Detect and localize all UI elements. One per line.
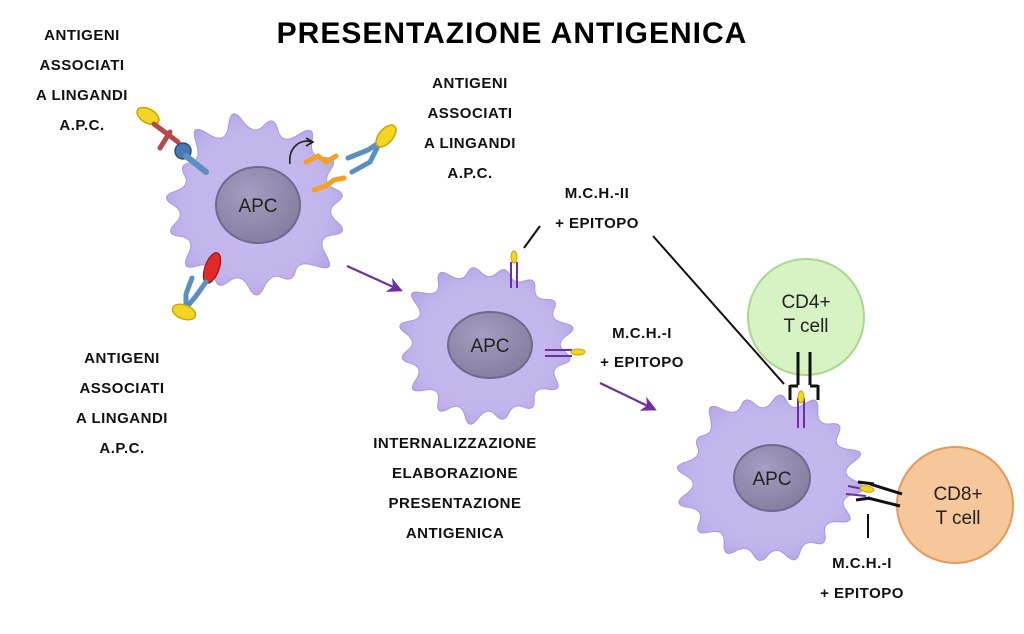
cd8-tcr-complex bbox=[867, 482, 903, 508]
svg-text:+ EPITOPO: + EPITOPO bbox=[600, 354, 684, 371]
mhc2-molecule-cell-2 bbox=[510, 262, 518, 288]
antigen-receptors-cell-1 bbox=[136, 106, 397, 321]
svg-text:A.P.C.: A.P.C. bbox=[59, 117, 104, 134]
orange-antigen-1 bbox=[303, 153, 339, 166]
apc-label-1: APC bbox=[238, 196, 277, 217]
apc-nucleus-3 bbox=[733, 444, 811, 512]
apc-label-3: APC bbox=[752, 469, 791, 490]
label-bottomleft: ANTIGENI ASSOCIATI A LINGANDI A.P.C. bbox=[76, 350, 168, 457]
svg-text:A.P.C.: A.P.C. bbox=[447, 165, 492, 182]
cd8-label-line1: CD8+ bbox=[933, 484, 982, 505]
cd8-label-line2: T cell bbox=[935, 508, 980, 529]
cd8-t-cell: CD8+ T cell bbox=[845, 446, 1014, 564]
svg-text:ANTIGENI: ANTIGENI bbox=[84, 350, 160, 367]
label-topmid: ANTIGENI ASSOCIATI A LINGANDI A.P.C. bbox=[424, 75, 516, 182]
apc-nucleus-2 bbox=[447, 311, 533, 379]
svg-text:ANTIGENI: ANTIGENI bbox=[44, 27, 120, 44]
mhc1-molecule-cell-2 bbox=[545, 349, 572, 357]
leader-mch2 bbox=[523, 225, 541, 249]
cd4-t-cell: CD4+ T cell bbox=[747, 258, 865, 428]
svg-text:ANTIGENI: ANTIGENI bbox=[432, 75, 508, 92]
apc-cell-2: APC bbox=[399, 250, 586, 425]
antigen-yellow-bottom bbox=[171, 303, 197, 321]
apc-cell-3: APC bbox=[676, 394, 865, 561]
black-arrow-curl bbox=[289, 140, 313, 165]
diagram-title: PRESENTAZIONE ANTIGENICA bbox=[277, 17, 748, 50]
label-process: INTERNALIZZAZIONE ELABORAZIONE PRESENTAZ… bbox=[373, 435, 537, 542]
svg-text:ASSOCIATI: ASSOCIATI bbox=[79, 380, 164, 397]
cd4-label-line1: CD4+ bbox=[781, 292, 830, 313]
svg-text:+ EPITOPO: + EPITOPO bbox=[555, 215, 639, 232]
svg-text:PRESENTAZIONE: PRESENTAZIONE bbox=[389, 495, 522, 512]
label-mch1-mid: M.C.H.-I + EPITOPO bbox=[600, 325, 684, 371]
antibody-bottom bbox=[183, 275, 209, 311]
antigen-yellow-topright bbox=[375, 124, 397, 148]
label-mch1-bottom: M.C.H.-I + EPITOPO bbox=[820, 555, 904, 602]
svg-text:M.C.H.-I: M.C.H.-I bbox=[612, 325, 672, 342]
svg-text:M.C.H.-I: M.C.H.-I bbox=[832, 555, 892, 572]
apc-cell-1: APC bbox=[166, 113, 343, 296]
svg-text:ASSOCIATI: ASSOCIATI bbox=[427, 105, 512, 122]
cd4-tcr-complex bbox=[796, 352, 812, 385]
arrow-cell1-to-cell2 bbox=[346, 264, 403, 292]
svg-text:A LINGANDI: A LINGANDI bbox=[36, 87, 128, 104]
svg-text:ANTIGENICA: ANTIGENICA bbox=[406, 525, 504, 542]
receptor-red bbox=[151, 121, 181, 151]
svg-text:+ EPITOPO: + EPITOPO bbox=[820, 585, 904, 602]
apc-label-2: APC bbox=[470, 336, 509, 357]
svg-text:A LINGANDI: A LINGANDI bbox=[76, 410, 168, 427]
svg-text:ASSOCIATI: ASSOCIATI bbox=[39, 57, 124, 74]
arrow-cell2-to-cell3 bbox=[599, 382, 657, 411]
cd4-label-line2: T cell bbox=[783, 316, 828, 337]
label-mch2: M.C.H.-II + EPITOPO bbox=[555, 185, 639, 232]
svg-text:ELABORAZIONE: ELABORAZIONE bbox=[392, 465, 518, 482]
orange-antigen-2 bbox=[311, 175, 347, 193]
svg-text:A.P.C.: A.P.C. bbox=[99, 440, 144, 457]
label-topleft: ANTIGENI ASSOCIATI A LINGANDI A.P.C. bbox=[36, 27, 128, 134]
apc-nucleus-1 bbox=[215, 166, 301, 244]
svg-text:A LINGANDI: A LINGANDI bbox=[424, 135, 516, 152]
svg-text:INTERNALIZZAZIONE: INTERNALIZZAZIONE bbox=[373, 435, 537, 452]
leader-mch2-to-cd4 bbox=[652, 235, 785, 385]
antigen-yellow-topleft bbox=[136, 106, 160, 126]
antibody-right bbox=[345, 139, 383, 175]
svg-text:M.C.H.-II: M.C.H.-II bbox=[565, 185, 630, 202]
